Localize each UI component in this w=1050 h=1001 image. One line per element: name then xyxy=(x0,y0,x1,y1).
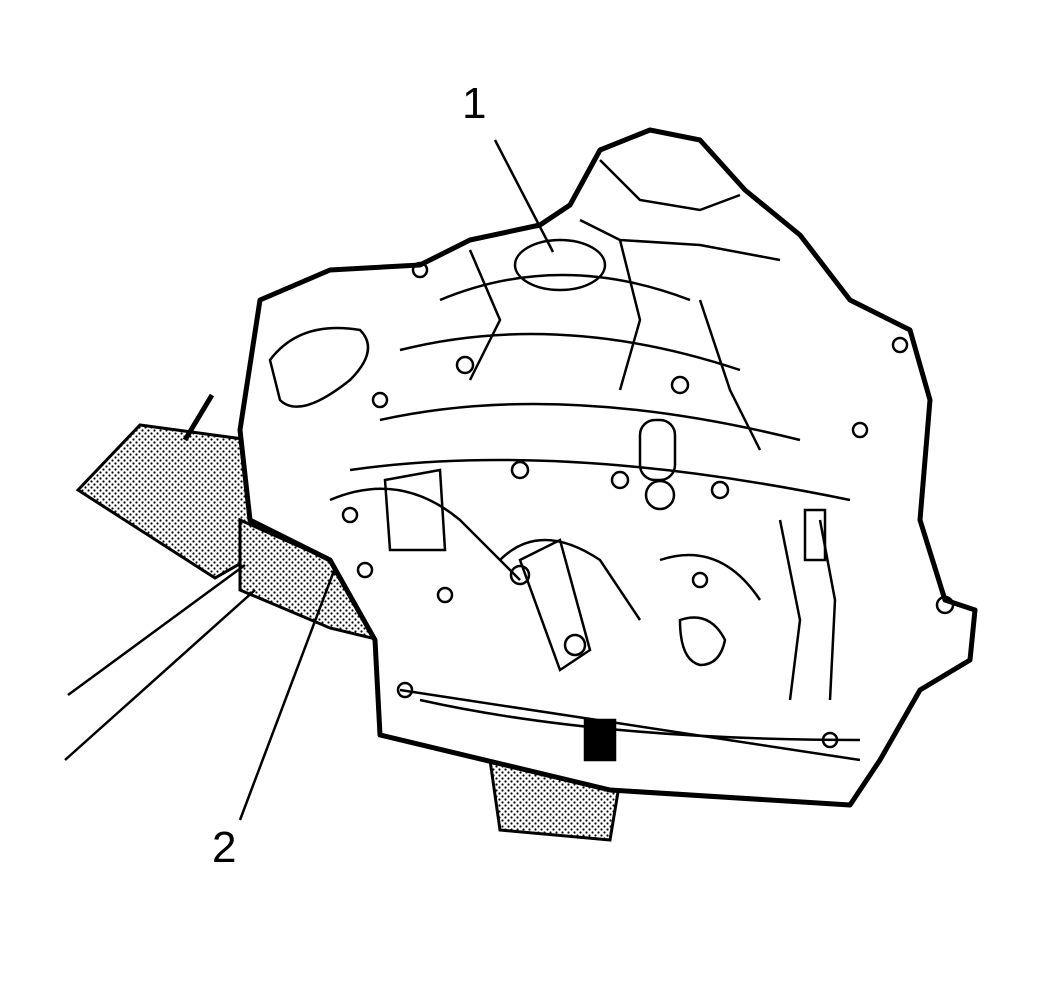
housing-details xyxy=(268,159,955,762)
leader-line-1 xyxy=(493,139,555,253)
leader-line-2 xyxy=(238,567,337,821)
callout-1: 1 xyxy=(462,79,487,128)
transaxle-housing xyxy=(237,127,978,808)
callout-2: 2 xyxy=(212,823,237,872)
